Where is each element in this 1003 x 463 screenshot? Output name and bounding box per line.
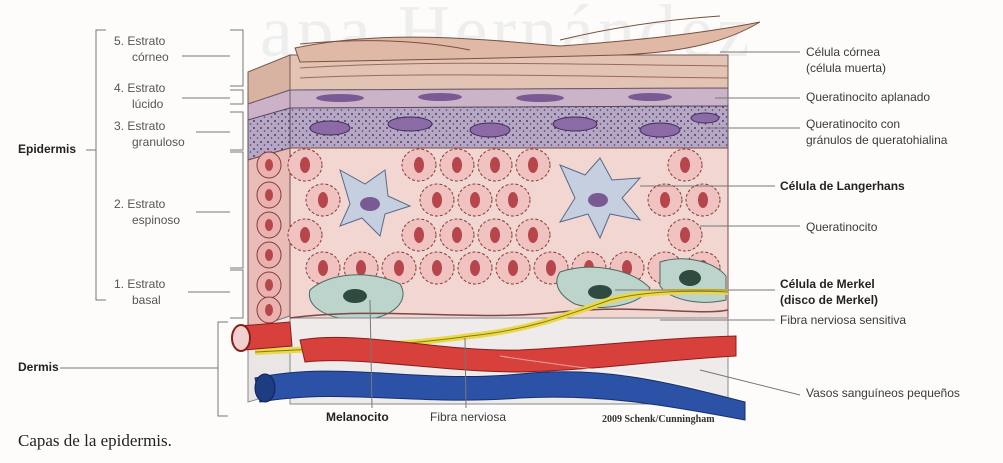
keratinocyte-nucleus: [680, 227, 690, 243]
side-keratinocyte-nucleus: [265, 279, 273, 291]
label-celula-merkel-1: Célula de Merkel: [780, 277, 875, 292]
keratinocyte-nucleus: [528, 227, 538, 243]
keratinocyte-nucleus: [432, 192, 442, 208]
keratinocyte-nucleus: [318, 192, 328, 208]
keratinocyte-nucleus: [470, 192, 480, 208]
keratinocyte-nucleus: [528, 157, 538, 173]
keratinocyte-nucleus: [508, 192, 518, 208]
label-celula-cornea-2: (célula muerta): [806, 61, 886, 76]
label-celula-merkel-2: (disco de Merkel): [780, 293, 878, 308]
keratinocyte-nucleus: [414, 227, 424, 243]
label-celula-cornea-1: Célula córnea: [806, 45, 880, 60]
label-epidermis: Epidermis: [18, 142, 76, 157]
stratum-granulosum: [290, 106, 728, 150]
label-dermis: Dermis: [18, 360, 59, 375]
label-vasos-sanguineos: Vasos sanguíneos pequeños: [806, 386, 960, 401]
side-keratinocyte-nucleus: [265, 159, 273, 171]
caption: Capas de la epidermis.: [18, 431, 172, 451]
label-queratinocito-aplanado: Queratinocito aplanado: [806, 90, 930, 105]
keratinocyte-nucleus: [660, 192, 670, 208]
label-estrato-espinoso-1: 2. Estrato: [114, 196, 165, 212]
keratinocyte-nucleus: [318, 260, 328, 276]
label-estrato-corneo-1: 5. Estrato: [114, 33, 165, 49]
keratinocyte-nucleus: [698, 192, 708, 208]
keratinocyte-nucleus: [394, 260, 404, 276]
label-estrato-lucido-2: lúcido: [132, 96, 163, 112]
keratinocyte-nucleus: [452, 227, 462, 243]
label-queratinocito-granulos-2: gránulos de queratohialina: [806, 133, 947, 148]
keratinocyte-nucleus: [490, 227, 500, 243]
credit: 2009 Schenk/Cunningham: [602, 414, 715, 425]
label-estrato-lucido-1: 4. Estrato: [114, 80, 165, 96]
label-queratinocito-granulos-1: Queratinocito con: [806, 117, 900, 132]
label-estrato-basal-1: 1. Estrato: [114, 276, 165, 292]
label-melanocito: Melanocito: [326, 410, 389, 425]
stratum-corneum: [290, 16, 760, 90]
label-estrato-corneo-2: córneo: [132, 49, 169, 65]
keratinocyte-nucleus: [300, 157, 310, 173]
keratinocyte-nucleus: [680, 157, 690, 173]
side-keratinocyte-nucleus: [265, 249, 273, 261]
keratinocyte-nucleus: [300, 227, 310, 243]
keratinocyte-nucleus: [414, 157, 424, 173]
keratinocyte-nucleus: [546, 260, 556, 276]
label-estrato-granuloso-2: granuloso: [132, 134, 185, 150]
keratinocyte-nucleus: [356, 260, 366, 276]
keratinocyte-nucleus: [470, 260, 480, 276]
label-estrato-granuloso-1: 3. Estrato: [114, 118, 165, 134]
label-celula-langerhans: Célula de Langerhans: [780, 179, 905, 194]
keratinocyte-nucleus: [490, 157, 500, 173]
label-queratinocito: Queratinocito: [806, 220, 877, 235]
label-fibra-nerviosa-sensitiva: Fibra nerviosa sensitiva: [780, 313, 906, 328]
keratinocyte-nucleus: [452, 157, 462, 173]
label-estrato-espinoso-2: espinoso: [132, 212, 180, 228]
stratum-lucidum: [290, 88, 728, 108]
side-keratinocyte-nucleus: [265, 189, 273, 201]
label-estrato-basal-2: basal: [132, 292, 161, 308]
keratinocyte-nucleus: [432, 260, 442, 276]
side-keratinocyte-nucleus: [265, 219, 273, 231]
keratinocyte-nucleus: [508, 260, 518, 276]
side-keratinocyte-nucleus: [265, 304, 273, 316]
label-fibra-nerviosa: Fibra nerviosa: [430, 410, 506, 425]
